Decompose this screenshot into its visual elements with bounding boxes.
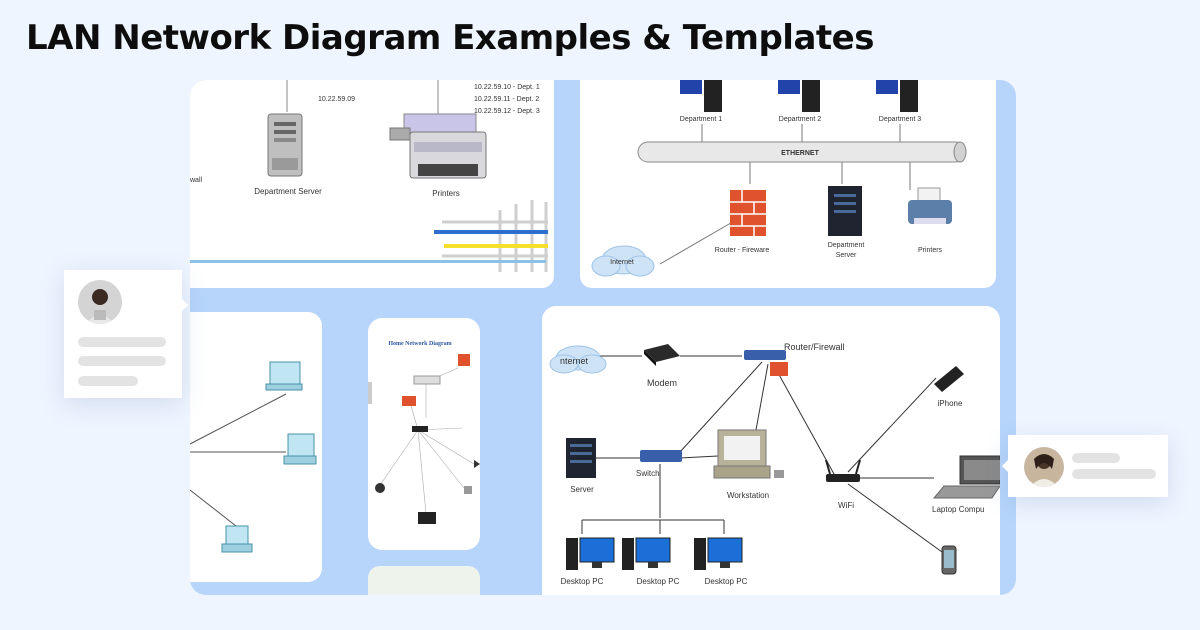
iphone-label: iPhone [938,399,963,408]
printer-icon [389,113,487,179]
home-network-diagram: Home Network Diagram [368,341,480,524]
ip-label-top: 10.22.59.09 [318,96,355,103]
accent-stripe-yellow [444,244,548,248]
webcam-icon [375,483,385,493]
desktop-pc-icon-2 [622,537,671,570]
department-lan-diagram: Department Server Printers 10.22.59.09 1… [190,80,548,272]
device-icon [464,486,472,494]
avatar [1024,447,1064,487]
page-title: LAN Network Diagram Examples & Templates [26,18,874,58]
switch-label: Switch [636,469,660,478]
template-card-partial[interactable] [368,566,480,595]
desktop-pc-label-3: Desktop PC [705,577,748,586]
template-card-home-network[interactable]: Home Network Diagram [368,318,480,550]
comment-bubble-right [1001,435,1168,497]
ip-label-dept1: 10.22.59.10 - Dept. 1 [474,84,540,91]
placeholder-line [1072,469,1156,479]
firewall-icon [730,190,766,236]
ethernet-backbone-icon [637,141,967,163]
ip-label-dept2: 10.22.59.11 - Dept. 2 [474,96,539,103]
laptop-icon [932,455,1000,499]
modem-icon [644,344,680,366]
home-network-title: Home Network Diagram [388,341,451,347]
office-lan-diagram: nternet Modem Router/Firewall iPhone Se [549,342,1000,586]
pc-network-diagram [190,361,317,553]
department-server-label: Department Server [254,187,322,196]
router-firewall-label: Router/Firewall [784,342,845,352]
template-card-ethernet-lan[interactable]: Department 1 Department 2 Department 3 E… [580,80,996,288]
firewall-icon [458,354,470,366]
pc-icon-3 [221,525,253,553]
wifi-router-icon [412,426,428,432]
templates-showcase: Department Server Printers 10.22.59.09 1… [190,80,1016,595]
placeholder-line [78,337,166,347]
placeholder-line [1072,453,1120,463]
internet-label: Internet [610,259,634,266]
pc-icon-2 [283,433,317,465]
network-cable [190,260,546,263]
comment-tail [173,297,189,313]
server-icon [566,438,596,478]
department-pc-icons [680,80,918,112]
placeholder-line [78,376,138,386]
department-server-icon [267,113,303,177]
device-edge-icon [368,382,372,404]
laptop-label: Laptop Compu [932,505,984,514]
department-server-icon [828,186,862,236]
server-label: Server [570,485,594,494]
comment-bubble-left [64,270,189,398]
desktop-pc-icon-3 [694,537,743,570]
ip-label-dept3: 10.22.59.12 - Dept. 3 [474,108,540,115]
router-firewall-icon [744,350,788,376]
template-card-office-lan[interactable]: nternet Modem Router/Firewall iPhone Se [542,306,1000,595]
template-card-pc-network[interactable] [190,312,322,582]
switch-icon [413,375,441,385]
workstation-label: Workstation [727,491,769,500]
internet-label: nternet [560,356,589,366]
template-card-department-lan[interactable]: Department Server Printers 10.22.59.09 1… [190,80,554,288]
iphone-icon [934,366,964,392]
accent-stripe-blue [434,230,548,234]
speakers-icon [418,512,436,524]
internet-cloud-icon [549,345,607,374]
printer-icon [908,187,952,224]
department-1-label: Department 1 [680,116,723,123]
pc-icon-1 [265,361,303,391]
firewall-label: wall [190,177,203,184]
desktop-pc-label-1: Desktop PC [561,577,604,586]
desktop-pc-icon-1 [566,537,615,570]
wifi-label: WiFi [838,501,854,510]
router-icon [402,396,416,406]
ethernet-label: ETHERNET [781,150,819,157]
department-2-label: Department 2 [779,116,822,123]
avatar [78,280,122,324]
arrow-icon [474,460,480,468]
internet-cloud-icon [591,245,655,277]
switch-icon [640,450,682,462]
department-3-label: Department 3 [879,116,922,123]
printers-label: Printers [432,189,460,198]
workstation-icon [713,429,784,479]
printers-label: Printers [918,247,943,254]
ethernet-lan-diagram: Department 1 Department 2 Department 3 E… [591,80,967,277]
department-server-label-2: Server [836,252,857,259]
phone-icon [941,545,957,575]
desktop-pc-label-2: Desktop PC [637,577,680,586]
modem-label: Modem [647,378,677,388]
department-server-label-1: Department [828,242,865,249]
router-firewall-label: Router - Fireware [715,247,770,254]
wifi-router-icon [825,459,861,482]
placeholder-line [78,356,166,366]
